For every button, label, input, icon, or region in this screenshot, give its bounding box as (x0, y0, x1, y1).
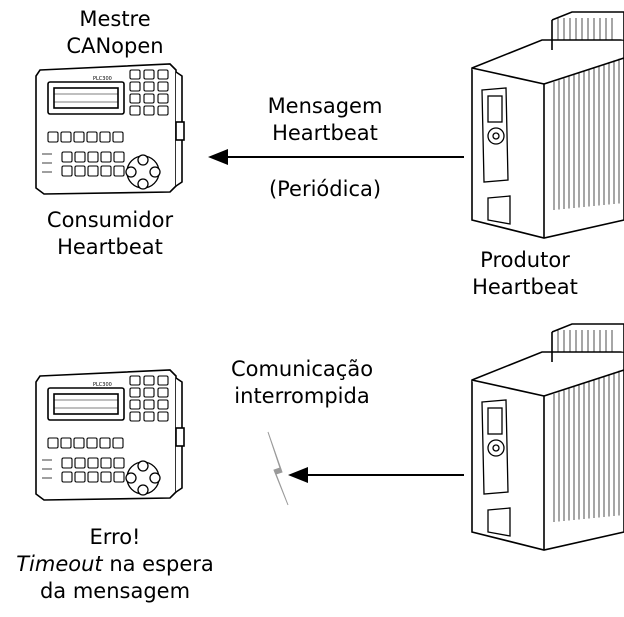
message-note: (Periódica) (268, 177, 382, 201)
error-line3: da mensagem (39, 579, 191, 603)
plc-key (74, 471, 86, 483)
plc-key (143, 387, 155, 398)
lightning-break-icon (267, 431, 289, 506)
error-label: Erro! Timeout na espera da mensagem (0, 524, 230, 605)
plc-key (157, 411, 169, 422)
message-label-line1: Mensagem (267, 94, 383, 118)
plc-key (129, 105, 141, 116)
plc-key (100, 457, 112, 469)
plc-key (129, 93, 141, 104)
producer-label: Produtor Heartbeat (450, 247, 600, 301)
plc-key (129, 69, 141, 80)
plc-function-key (47, 131, 59, 143)
plc-key (129, 411, 141, 422)
plc-key (143, 81, 155, 92)
plc-key (143, 411, 155, 422)
plc-key (129, 387, 141, 398)
error-line2-rest: na espera (102, 552, 214, 576)
frequency-inverter-icon-bottom (471, 323, 624, 551)
interruption-label: Comunicação interrompida (222, 356, 382, 410)
plc-key (87, 471, 99, 483)
plc-key (157, 399, 169, 410)
producer-label-line1: Produtor (480, 248, 570, 272)
plc-controller-icon-bottom: PLC300 (35, 369, 185, 501)
plc-key (129, 375, 141, 386)
plc-key (61, 457, 73, 469)
plc-function-key (86, 131, 98, 143)
plc-key (113, 471, 125, 483)
plc-key (157, 69, 169, 80)
plc-controller-icon: PLC300 (35, 63, 185, 195)
plc-key (157, 387, 169, 398)
message-label: Mensagem Heartbeat (250, 93, 400, 147)
master-label: Mestre CANopen (40, 6, 190, 60)
plc-key (143, 375, 155, 386)
plc-key (61, 471, 73, 483)
plc-key (61, 151, 73, 163)
plc-function-key (86, 437, 98, 449)
plc-function-key (99, 131, 111, 143)
plc-brand: PLC300 (93, 76, 112, 82)
plc-brand-bottom: PLC300 (93, 382, 112, 388)
plc-function-key (60, 437, 72, 449)
plc-key (113, 165, 125, 177)
plc-key (143, 105, 155, 116)
plc-key (113, 457, 125, 469)
arrow-left-icon (208, 149, 464, 165)
plc-key (143, 93, 155, 104)
interruption-label-line2: interrompida (234, 384, 370, 408)
plc-key (100, 165, 112, 177)
error-title: Erro! (89, 525, 141, 549)
master-label-line1: Mestre (79, 7, 151, 31)
plc-function-key (47, 437, 59, 449)
arrow-left-icon-bottom (288, 467, 464, 483)
plc-key (143, 399, 155, 410)
plc-function-key (73, 131, 85, 143)
interruption-label-line1: Comunicação (230, 357, 374, 381)
plc-key (129, 81, 141, 92)
frequency-inverter-icon (471, 11, 624, 239)
master-label-line2: CANopen (66, 34, 164, 58)
plc-key (87, 151, 99, 163)
message-label-line2: Heartbeat (272, 121, 378, 145)
plc-key (74, 151, 86, 163)
plc-key (74, 457, 86, 469)
plc-key (74, 165, 86, 177)
plc-key (100, 471, 112, 483)
error-timeout-word: Timeout (16, 552, 103, 576)
plc-key (157, 93, 169, 104)
plc-function-key (60, 131, 72, 143)
plc-key (87, 457, 99, 469)
plc-key (157, 375, 169, 386)
plc-key (100, 151, 112, 163)
plc-key (157, 81, 169, 92)
plc-key (143, 69, 155, 80)
plc-key (129, 399, 141, 410)
plc-function-key (99, 437, 111, 449)
plc-function-key (73, 437, 85, 449)
plc-function-key (112, 437, 124, 449)
plc-key (157, 105, 169, 116)
producer-label-line2: Heartbeat (472, 275, 578, 299)
master-role-label: Consumidor Heartbeat (20, 207, 200, 261)
error-line2: Timeout na espera (0, 551, 230, 578)
plc-key (113, 151, 125, 163)
plc-key (61, 165, 73, 177)
master-role-line1: Consumidor (46, 208, 174, 232)
master-role-line2: Heartbeat (57, 235, 163, 259)
plc-function-key (112, 131, 124, 143)
plc-key (87, 165, 99, 177)
